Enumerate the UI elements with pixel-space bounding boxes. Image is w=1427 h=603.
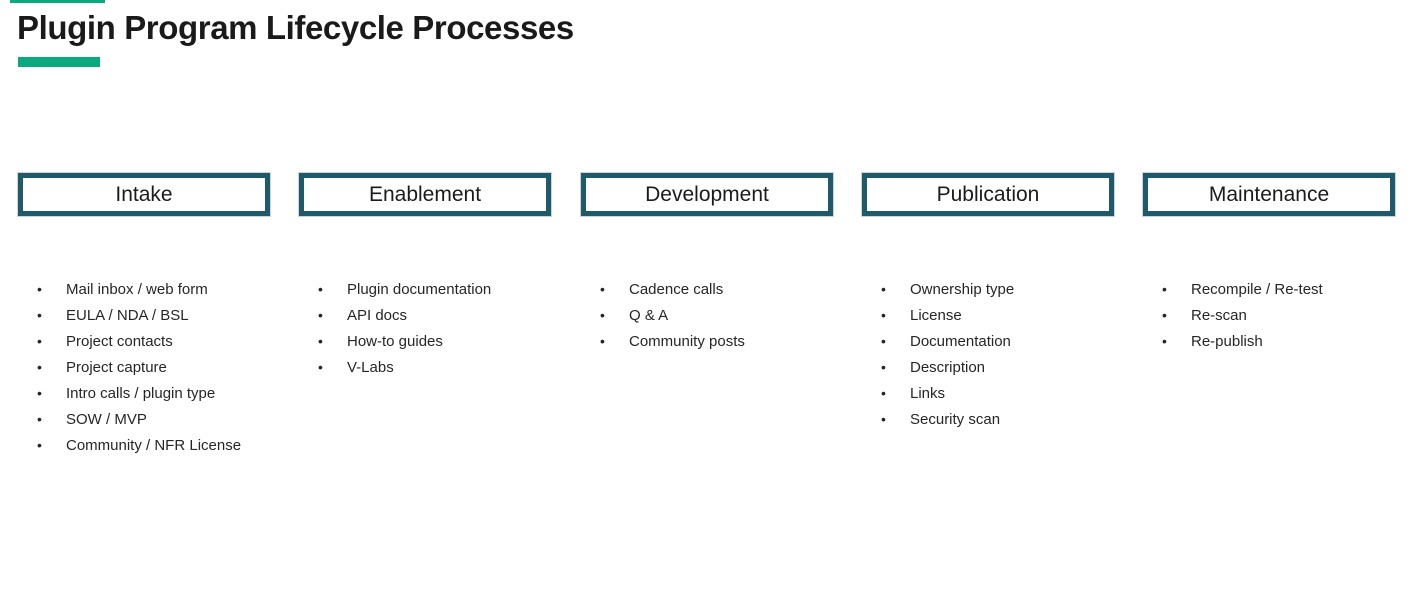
column-header-development: Development — [581, 173, 833, 216]
list-item-label: Project capture — [66, 358, 167, 376]
list-item-label: How-to guides — [347, 332, 443, 350]
list-item: Community / NFR License — [18, 432, 270, 458]
publication-item-list: Ownership type License Documentation Des… — [862, 276, 1114, 432]
list-item: Re-scan — [1143, 302, 1395, 328]
bullet-icon — [1162, 302, 1167, 328]
bullet-icon — [881, 302, 886, 328]
list-item-label: Re-scan — [1191, 306, 1247, 324]
bullet-icon — [881, 406, 886, 432]
list-item: SOW / MVP — [18, 406, 270, 432]
list-item-label: Q & A — [629, 306, 669, 324]
list-item: Ownership type — [862, 276, 1114, 302]
column-header-maintenance: Maintenance — [1143, 173, 1395, 216]
list-item: Mail inbox / web form — [18, 276, 270, 302]
bullet-icon — [318, 276, 323, 302]
bullet-icon — [37, 276, 42, 302]
list-item: License — [862, 302, 1114, 328]
bullet-icon — [881, 380, 886, 406]
list-item-label: EULA / NDA / BSL — [66, 306, 189, 324]
list-item: Cadence calls — [581, 276, 833, 302]
page-title: Plugin Program Lifecycle Processes — [17, 9, 574, 46]
column-maintenance: Maintenance Recompile / Re-test Re-scan … — [1143, 173, 1395, 354]
column-development: Development Cadence calls Q & A Communit… — [581, 173, 833, 354]
list-item: How-to guides — [299, 328, 551, 354]
bullet-icon — [600, 302, 605, 328]
list-item-label: Recompile / Re-test — [1191, 280, 1323, 298]
list-item: Recompile / Re-test — [1143, 276, 1395, 302]
column-header-enablement: Enablement — [299, 173, 551, 216]
bullet-icon — [1162, 276, 1167, 302]
list-item-label: Ownership type — [910, 280, 1015, 298]
list-item-label: SOW / MVP — [66, 410, 147, 428]
list-item: Project contacts — [18, 328, 270, 354]
list-item-label: Links — [910, 384, 946, 402]
list-item: Links — [862, 380, 1114, 406]
bullet-icon — [318, 328, 323, 354]
list-item: Documentation — [862, 328, 1114, 354]
list-item: Re-publish — [1143, 328, 1395, 354]
bullet-icon — [37, 406, 42, 432]
bullet-icon — [881, 354, 886, 380]
bullet-icon — [37, 380, 42, 406]
development-item-list: Cadence calls Q & A Community posts — [581, 276, 833, 354]
list-item-label: Community / NFR License — [66, 436, 242, 454]
list-item: API docs — [299, 302, 551, 328]
list-item-label: Community posts — [629, 332, 745, 350]
column-header-intake: Intake — [18, 173, 270, 216]
list-item-label: Security scan — [910, 410, 1001, 428]
list-item: EULA / NDA / BSL — [18, 302, 270, 328]
list-item-label: V-Labs — [347, 358, 394, 376]
bullet-icon — [37, 302, 42, 328]
column-enablement: Enablement Plugin documentation API docs… — [299, 173, 551, 380]
list-item-label: Plugin documentation — [347, 280, 492, 298]
list-item-label: Mail inbox / web form — [66, 280, 208, 298]
list-item: Plugin documentation — [299, 276, 551, 302]
bullet-icon — [600, 276, 605, 302]
column-intake: Intake Mail inbox / web form EULA / NDA … — [18, 173, 270, 458]
list-item: Q & A — [581, 302, 833, 328]
top-accent-bar — [10, 0, 105, 3]
list-item: Security scan — [862, 406, 1114, 432]
bullet-icon — [37, 432, 42, 458]
title-underline — [18, 57, 100, 67]
bullet-icon — [37, 328, 42, 354]
bullet-icon — [37, 354, 42, 380]
maintenance-item-list: Recompile / Re-test Re-scan Re-publish — [1143, 276, 1395, 354]
list-item-label: Description — [910, 358, 986, 376]
list-item-label: Cadence calls — [629, 280, 724, 298]
list-item-label: API docs — [347, 306, 408, 324]
list-item-label: Documentation — [910, 332, 1011, 350]
list-item: Project capture — [18, 354, 270, 380]
column-publication: Publication Ownership type License Docum… — [862, 173, 1114, 432]
enablement-item-list: Plugin documentation API docs How-to gui… — [299, 276, 551, 380]
bullet-icon — [881, 328, 886, 354]
list-item: Intro calls / plugin type — [18, 380, 270, 406]
bullet-icon — [318, 302, 323, 328]
bullet-icon — [318, 354, 323, 380]
list-item: Description — [862, 354, 1114, 380]
list-item: V-Labs — [299, 354, 551, 380]
list-item-label: Project contacts — [66, 332, 173, 350]
bullet-icon — [1162, 328, 1167, 354]
list-item-label: Re-publish — [1191, 332, 1263, 350]
list-item-label: License — [910, 306, 962, 324]
bullet-icon — [881, 276, 886, 302]
column-header-publication: Publication — [862, 173, 1114, 216]
bullet-icon — [600, 328, 605, 354]
intake-item-list: Mail inbox / web form EULA / NDA / BSL P… — [18, 276, 270, 458]
list-item-label: Intro calls / plugin type — [66, 384, 216, 402]
list-item: Community posts — [581, 328, 833, 354]
